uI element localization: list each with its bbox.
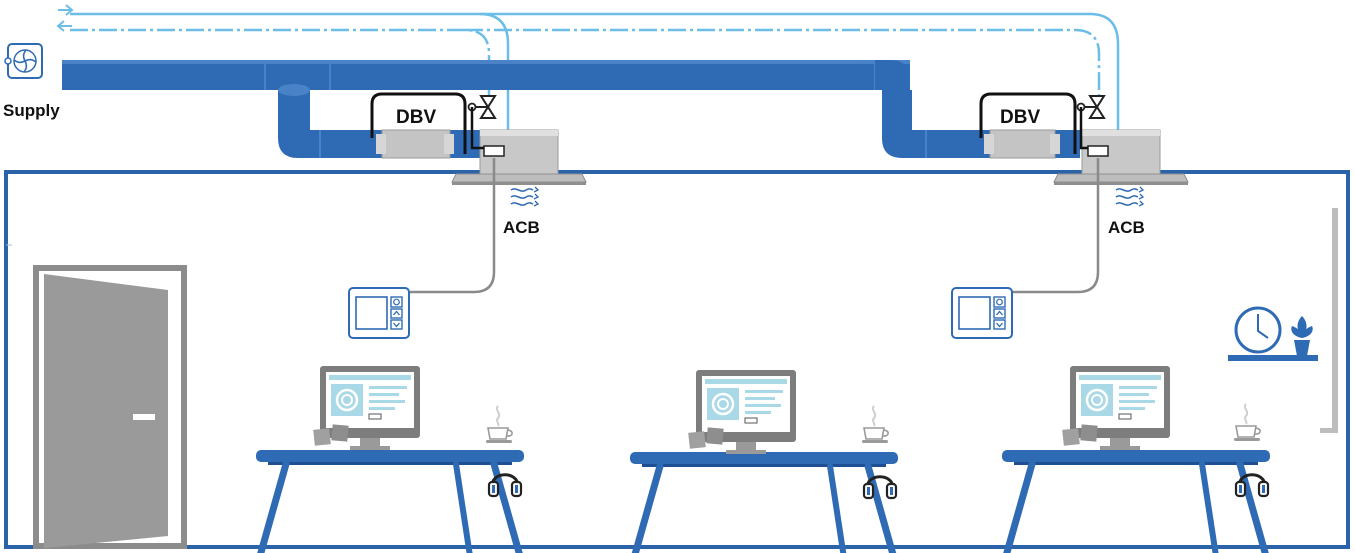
- room-wall: [4, 170, 1350, 549]
- wall-shelf: [1228, 208, 1338, 433]
- dbv-right-label: DBV: [1000, 107, 1040, 128]
- workstation-2: [630, 368, 898, 553]
- headphones-icon: [1234, 473, 1270, 498]
- fan-icon: [7, 43, 43, 79]
- door: [33, 265, 187, 549]
- workstation-1: [256, 364, 524, 553]
- control-wire-right: [1012, 158, 1100, 294]
- desk: [630, 452, 898, 553]
- plant-icon: [1291, 316, 1313, 356]
- dbv-right: DBV: [979, 92, 1077, 159]
- thermostat-icon[interactable]: [951, 287, 1013, 339]
- flow-arrows-icon: [56, 4, 74, 32]
- acb-left-label: ACB: [503, 218, 540, 237]
- thermostat-icon[interactable]: [348, 287, 410, 339]
- control-wire-left: [410, 158, 496, 294]
- acb-right-label: ACB: [1108, 218, 1145, 237]
- supply-duct: [62, 60, 1080, 158]
- chilled-water-lines: [70, 12, 1120, 140]
- supply-label: Supply: [3, 101, 60, 120]
- clock-icon: [1234, 306, 1282, 354]
- coffee-cup-icon: [485, 405, 514, 444]
- dbv-left-label: DBV: [396, 107, 436, 128]
- air-flow-icon: [1115, 186, 1144, 207]
- desk: [1002, 450, 1270, 553]
- coffee-cup-icon: [1233, 403, 1262, 442]
- dbv-left: DBV: [370, 92, 467, 159]
- workstation-3: [1002, 364, 1270, 553]
- air-flow-icon: [510, 186, 539, 207]
- desk: [256, 450, 524, 553]
- coffee-cup-icon: [861, 405, 890, 444]
- headphones-icon: [862, 475, 898, 500]
